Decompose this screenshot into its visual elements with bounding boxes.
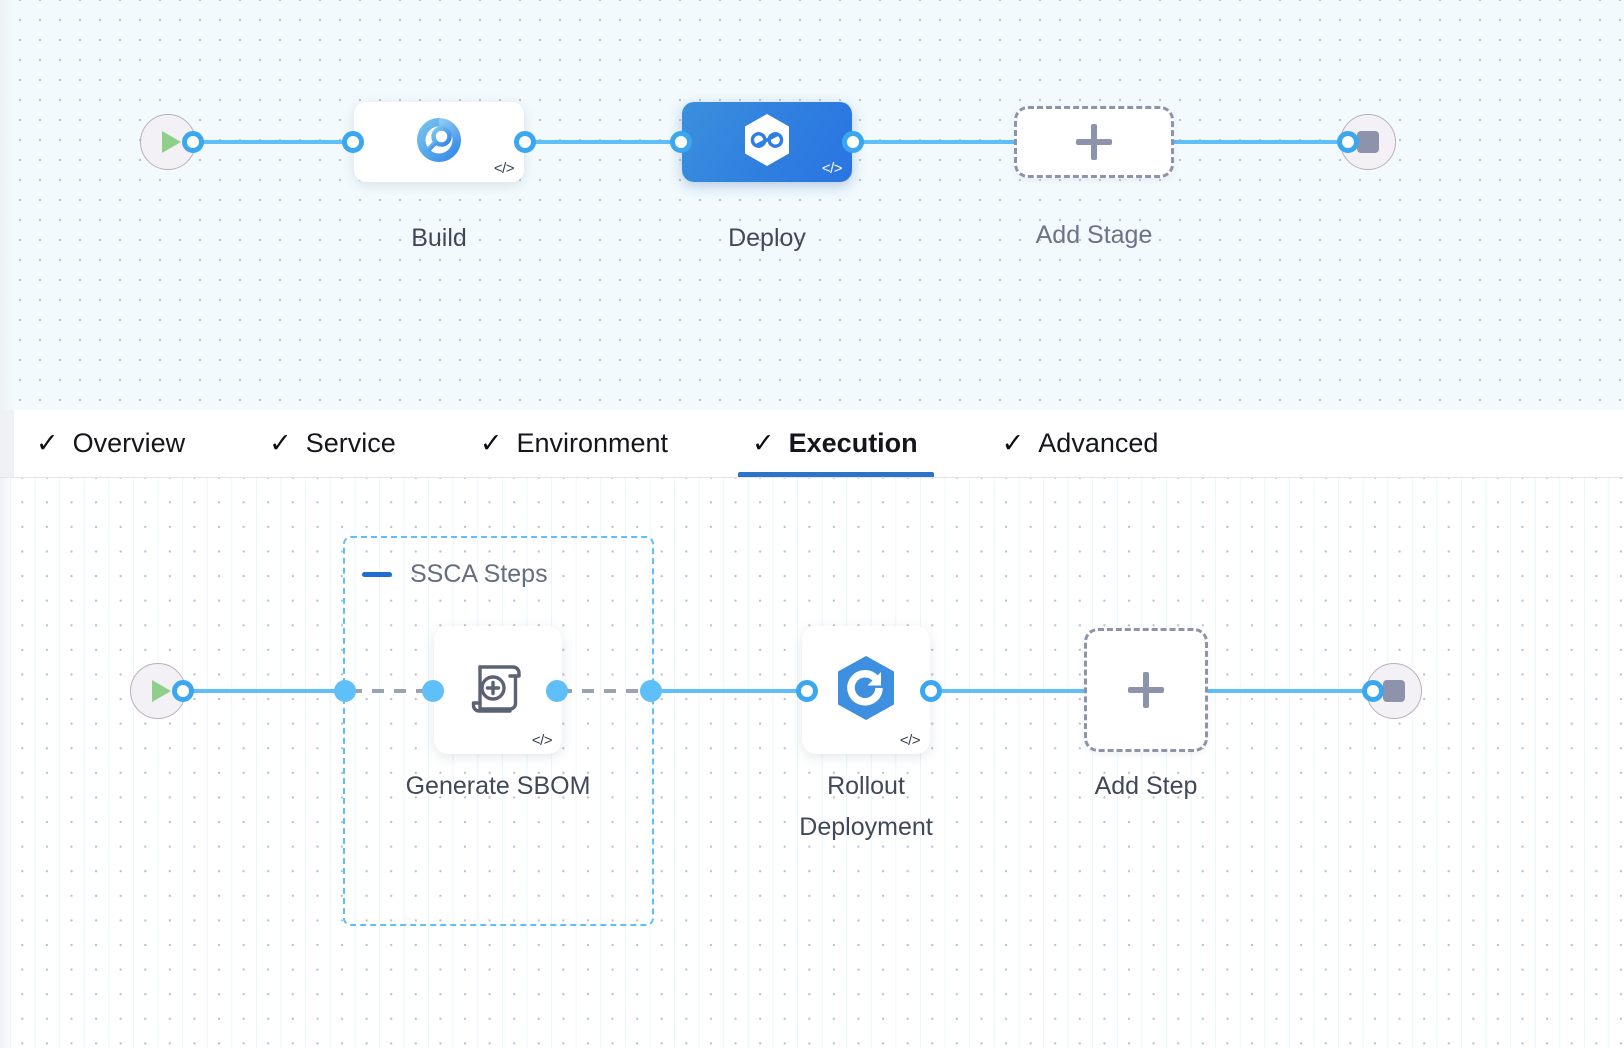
generate-sbom-output-port[interactable]	[546, 680, 568, 702]
check-icon: ✓	[752, 428, 775, 458]
step-group-title: SSCA Steps	[410, 560, 548, 588]
step-label-rollout-deployment: Rollout Deployment	[799, 772, 933, 841]
check-icon: ✓	[269, 428, 292, 458]
step-node-generate-sbom[interactable]: </>	[434, 626, 562, 754]
step-node-rollout-deployment[interactable]: </>	[802, 626, 930, 754]
tab-advanced-label: Advanced	[1038, 428, 1159, 458]
add-step-label: Add Step	[1094, 772, 1198, 800]
wire-build-to-deploy	[518, 140, 698, 144]
tab-service-label: Service	[305, 428, 396, 458]
tab-environment-label: Environment	[516, 428, 669, 458]
rollout-hexagon-icon	[834, 654, 898, 727]
stage-config-tabbar[interactable]: ✓ Overview ✓ Service ✓ Environment ✓ Exe…	[0, 410, 1624, 478]
tab-execution[interactable]: ✓ Execution	[738, 410, 934, 477]
build-code-badge[interactable]: </>	[493, 160, 515, 177]
deploy-output-port[interactable]	[842, 131, 864, 153]
check-icon: ✓	[479, 428, 503, 458]
wire-addstep-to-end	[1206, 689, 1372, 693]
wire-group-to-sbom	[350, 689, 436, 693]
stage-start-node[interactable]	[140, 114, 196, 170]
step-end-port[interactable]	[1362, 680, 1384, 702]
deploy-code-badge[interactable]: </>	[821, 160, 843, 177]
wire-start-to-group	[176, 689, 346, 693]
wire-addstage-to-end	[1162, 140, 1358, 144]
wire-deploy-to-addstage	[846, 140, 1026, 144]
stage-graph-canvas[interactable]: </> Build </> Deploy	[0, 0, 1624, 410]
step-group-header[interactable]: SSCA Steps	[362, 560, 548, 589]
wire-start-to-build	[186, 140, 358, 144]
wire-group-to-rollout	[650, 689, 820, 693]
play-icon	[161, 131, 181, 153]
tab-overview[interactable]: ✓ Overview	[30, 410, 191, 477]
stage-card-deploy[interactable]: </>	[682, 102, 852, 182]
group-output-port[interactable]	[640, 680, 662, 702]
stage-end-port[interactable]	[1337, 131, 1359, 153]
step-card-generate-sbom[interactable]: </>	[434, 626, 562, 754]
rollout-input-port[interactable]	[796, 680, 818, 702]
tab-execution-label: Execution	[788, 428, 918, 458]
plus-icon	[1128, 672, 1164, 708]
step-card-rollout-deployment[interactable]: </>	[802, 626, 930, 754]
scroll-plus-icon	[465, 655, 531, 726]
step-label-generate-sbom: Generate SBOM	[405, 772, 591, 800]
stage-node-deploy[interactable]: </>	[682, 102, 852, 182]
stage-end-node[interactable]	[1340, 114, 1396, 170]
group-input-port[interactable]	[334, 680, 356, 702]
step-start-port[interactable]	[172, 680, 194, 702]
play-icon	[151, 680, 171, 702]
wire-sbom-to-groupend	[560, 689, 650, 693]
add-step-button[interactable]	[1084, 628, 1208, 752]
execution-steps-canvas[interactable]: SSCA Steps	[0, 478, 1624, 1048]
tab-advanced[interactable]: ✓ Advanced	[996, 410, 1165, 477]
rollout-code-badge[interactable]: </>	[899, 732, 921, 749]
check-icon: ✓	[1001, 428, 1025, 458]
add-stage-label: Add Stage	[1035, 221, 1153, 249]
stage-node-build[interactable]: </>	[354, 102, 524, 182]
tab-service[interactable]: ✓ Service	[263, 410, 402, 477]
plus-icon	[1076, 124, 1112, 160]
deploy-input-port[interactable]	[670, 131, 692, 153]
tab-environment[interactable]: ✓ Environment	[474, 410, 674, 477]
stage-start-port[interactable]	[182, 131, 204, 153]
tab-overview-label: Overview	[72, 428, 186, 458]
minus-icon[interactable]	[362, 572, 392, 577]
generate-sbom-input-port[interactable]	[422, 680, 444, 702]
check-icon: ✓	[36, 428, 59, 458]
add-stage-button[interactable]	[1014, 106, 1174, 178]
harness-cd-hexagon-icon	[741, 112, 793, 173]
stage-label-deploy: Deploy	[728, 224, 806, 252]
generate-sbom-code-badge[interactable]: </>	[531, 732, 553, 749]
build-input-port[interactable]	[342, 131, 364, 153]
stage-card-build[interactable]: </>	[354, 102, 524, 182]
wire-rollout-to-addstep	[930, 689, 1094, 693]
stop-icon	[1383, 680, 1405, 702]
stage-label-build: Build	[411, 224, 467, 252]
step-group-ssca[interactable]	[343, 536, 654, 926]
rollout-output-port[interactable]	[920, 680, 942, 702]
build-output-port[interactable]	[514, 131, 536, 153]
build-pie-search-icon	[414, 115, 464, 170]
stop-icon	[1357, 131, 1379, 153]
